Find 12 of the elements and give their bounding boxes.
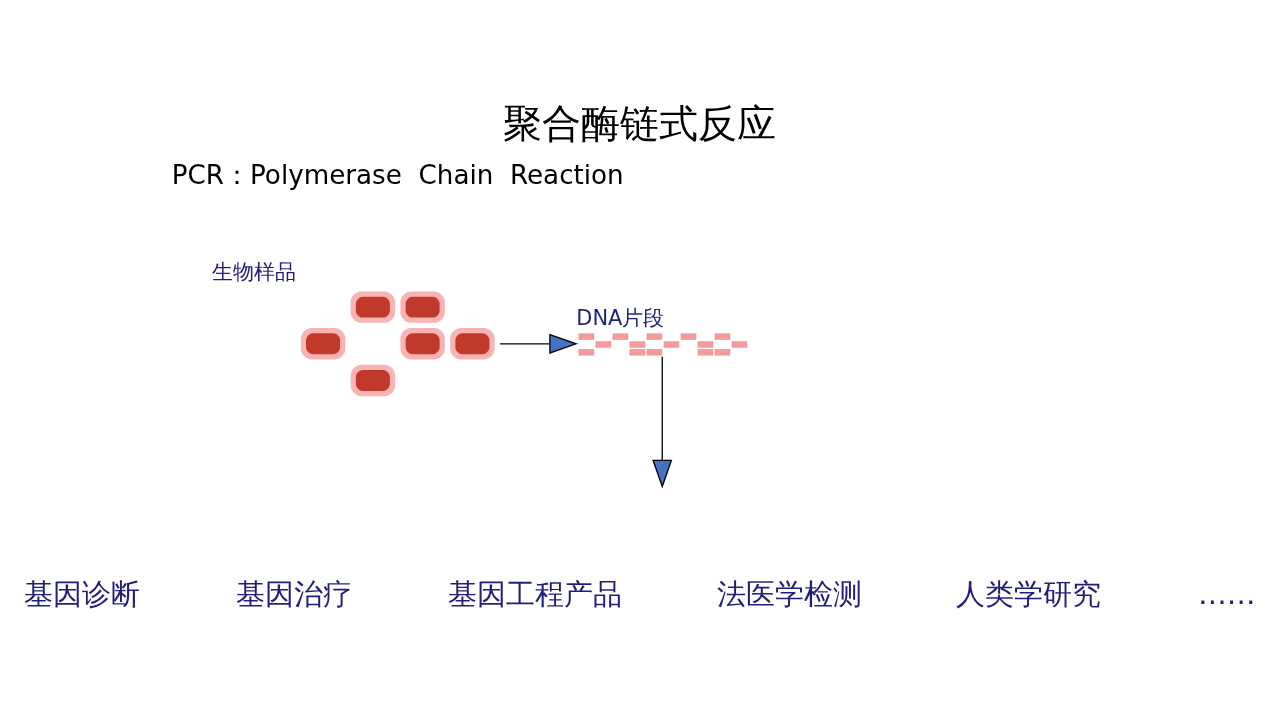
label: …… [1197,576,1256,611]
label: 基因诊断 [24,576,141,611]
arrow [652,356,673,489]
label: PCR：Polymerase Chain Reaction [171,160,624,191]
diagram-title: 聚合酶链式反应 [503,100,777,146]
label: 人类学研究 [956,576,1102,611]
node-label: DNA片段 [576,305,665,330]
label: 法医学检测 [716,576,862,611]
arrow [499,333,579,354]
label: 基因治疗 [236,576,353,611]
label: 基因工程产品 [448,576,623,611]
node-label: 生物样品 [211,260,296,285]
